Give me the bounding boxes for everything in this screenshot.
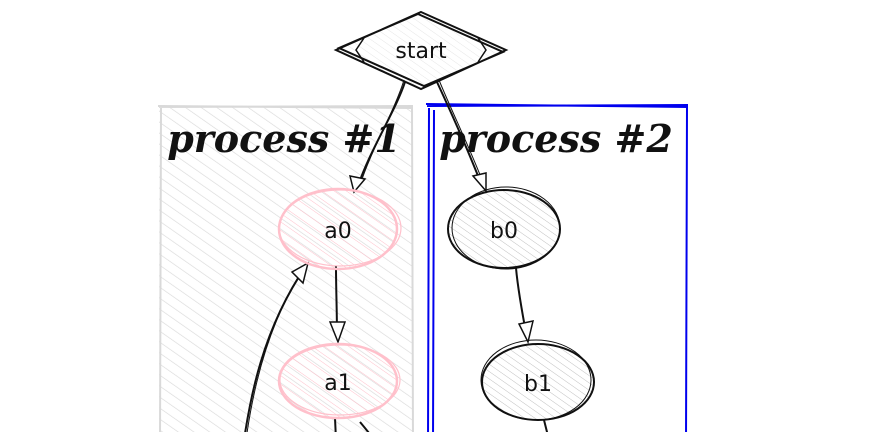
arrowhead-icon: [348, 175, 367, 194]
edge-b1-exit: [543, 419, 550, 437]
node-a1[interactable]: a1: [277, 342, 401, 420]
arrowhead-icon: [290, 261, 310, 285]
edge-start-b0: [436, 79, 487, 194]
cluster-title-process-2: process #2: [439, 116, 673, 161]
start-node[interactable]: start: [333, 10, 509, 91]
start-node-label: start: [395, 39, 447, 64]
node-b0[interactable]: b0: [447, 186, 561, 270]
arrowhead-icon: [471, 172, 487, 194]
node-a0[interactable]: a0: [277, 187, 402, 271]
arrowhead-icon: [517, 320, 535, 345]
arrowhead-icon: [328, 321, 347, 345]
cluster-title-process-1: process #1: [167, 116, 401, 161]
node-a1-label: a1: [324, 371, 351, 396]
edge-b0-b1: [515, 267, 535, 345]
node-a0-label: a0: [324, 219, 351, 244]
edge-a1-a0: [243, 261, 310, 437]
edge-start-a0: [348, 79, 406, 194]
node-b1[interactable]: b1: [480, 339, 595, 421]
node-b0-label: b0: [490, 219, 518, 244]
node-b1-label: b1: [524, 372, 552, 397]
edge-a0-a1: [328, 265, 347, 345]
cluster-process-2: process #2: [425, 103, 689, 437]
